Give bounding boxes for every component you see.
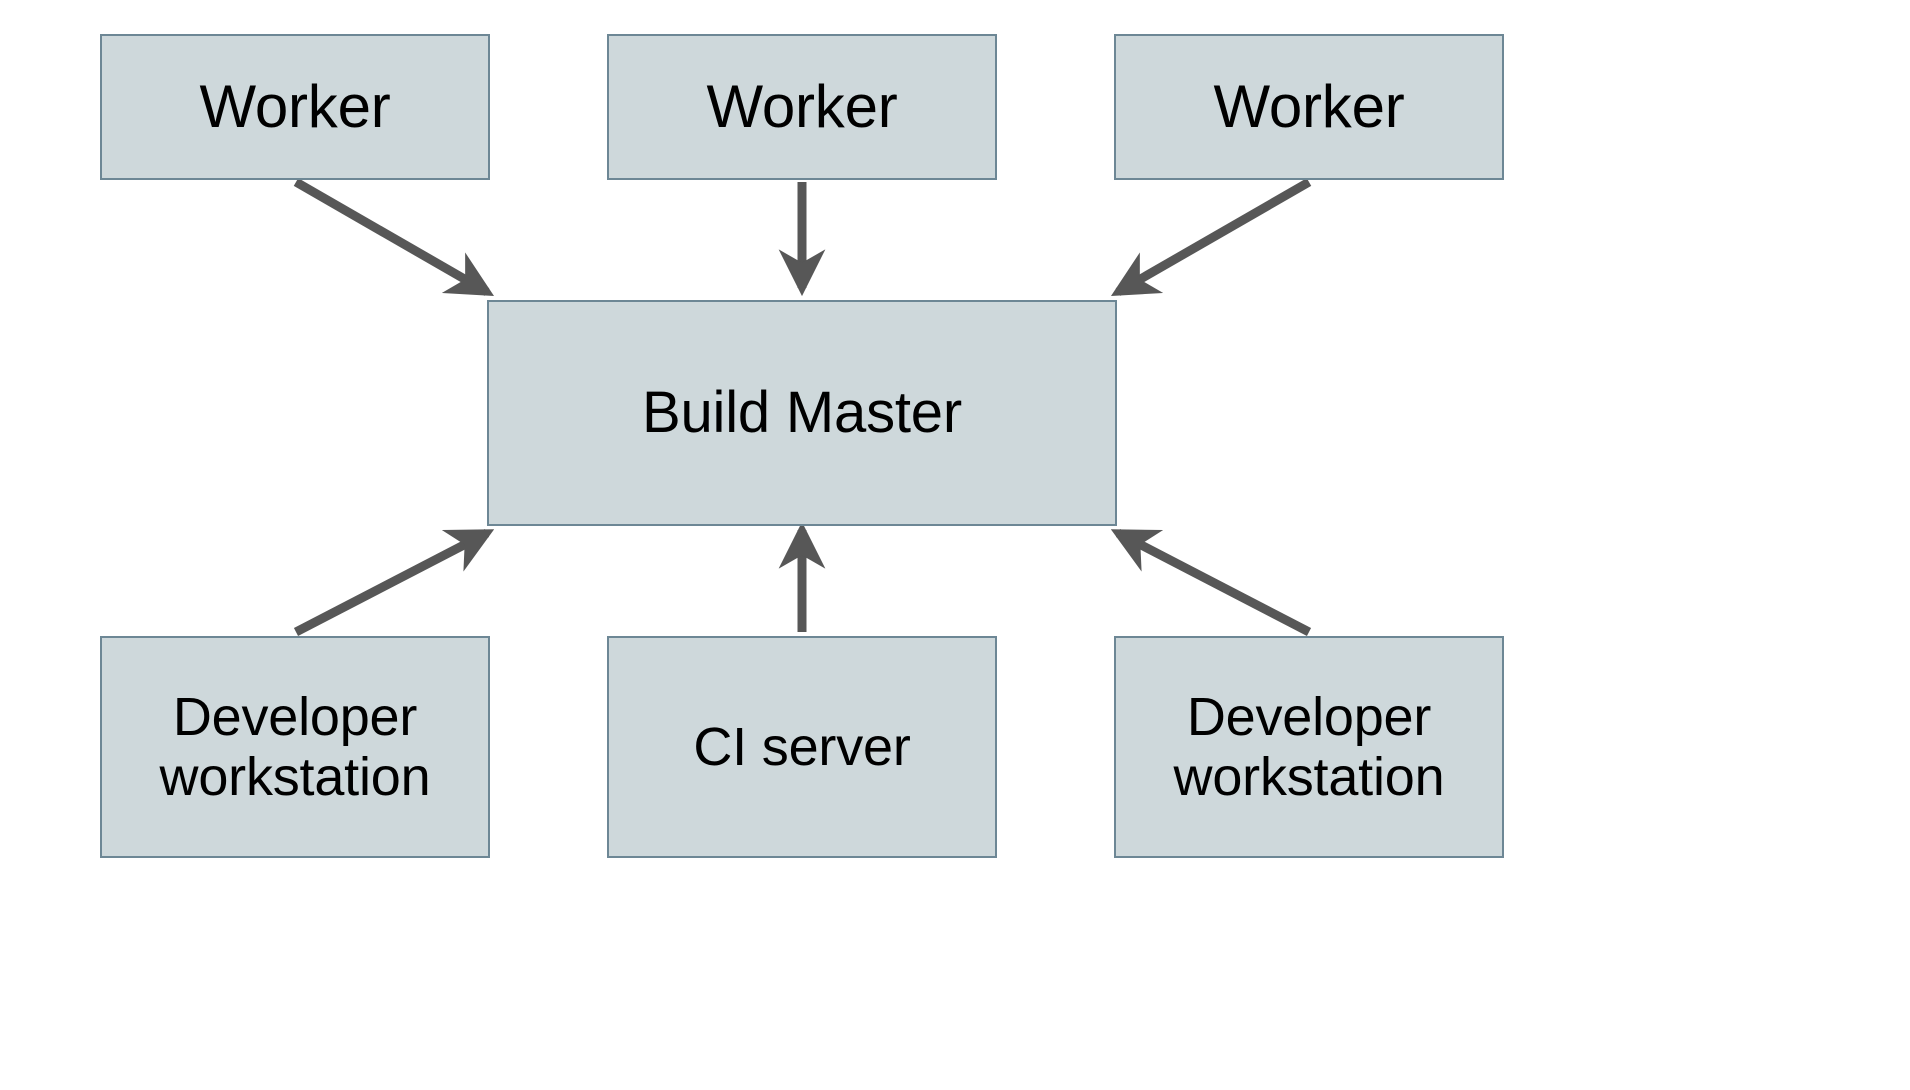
edge-worker-1-to-build-master (293, 178, 495, 297)
node-ci-server[interactable]: CI server (607, 636, 997, 858)
node-worker-1[interactable]: Worker (100, 34, 490, 180)
node-dev-workstation-left[interactable]: Developer workstation (100, 636, 490, 858)
node-build-master[interactable]: Build Master (487, 300, 1117, 526)
node-dev-workstation-left-label: Developer workstation (159, 686, 431, 807)
node-build-master-label: Build Master (642, 379, 962, 445)
node-worker-3[interactable]: Worker (1114, 34, 1504, 180)
edge-worker-3-to-build-master (1110, 178, 1312, 297)
node-dev-workstation-right[interactable]: Developer workstation (1114, 636, 1504, 858)
node-worker-3-label: Worker (1213, 73, 1405, 141)
node-dev-workstation-right-label: Developer workstation (1173, 686, 1445, 807)
node-ci-server-label: CI server (693, 716, 911, 777)
node-worker-2[interactable]: Worker (607, 34, 997, 180)
edge-dev-workstation-right-to-build-master (1110, 529, 1312, 636)
node-worker-2-label: Worker (706, 73, 898, 141)
edge-dev-workstation-left-to-build-master (293, 529, 495, 636)
node-worker-1-label: Worker (199, 73, 391, 141)
